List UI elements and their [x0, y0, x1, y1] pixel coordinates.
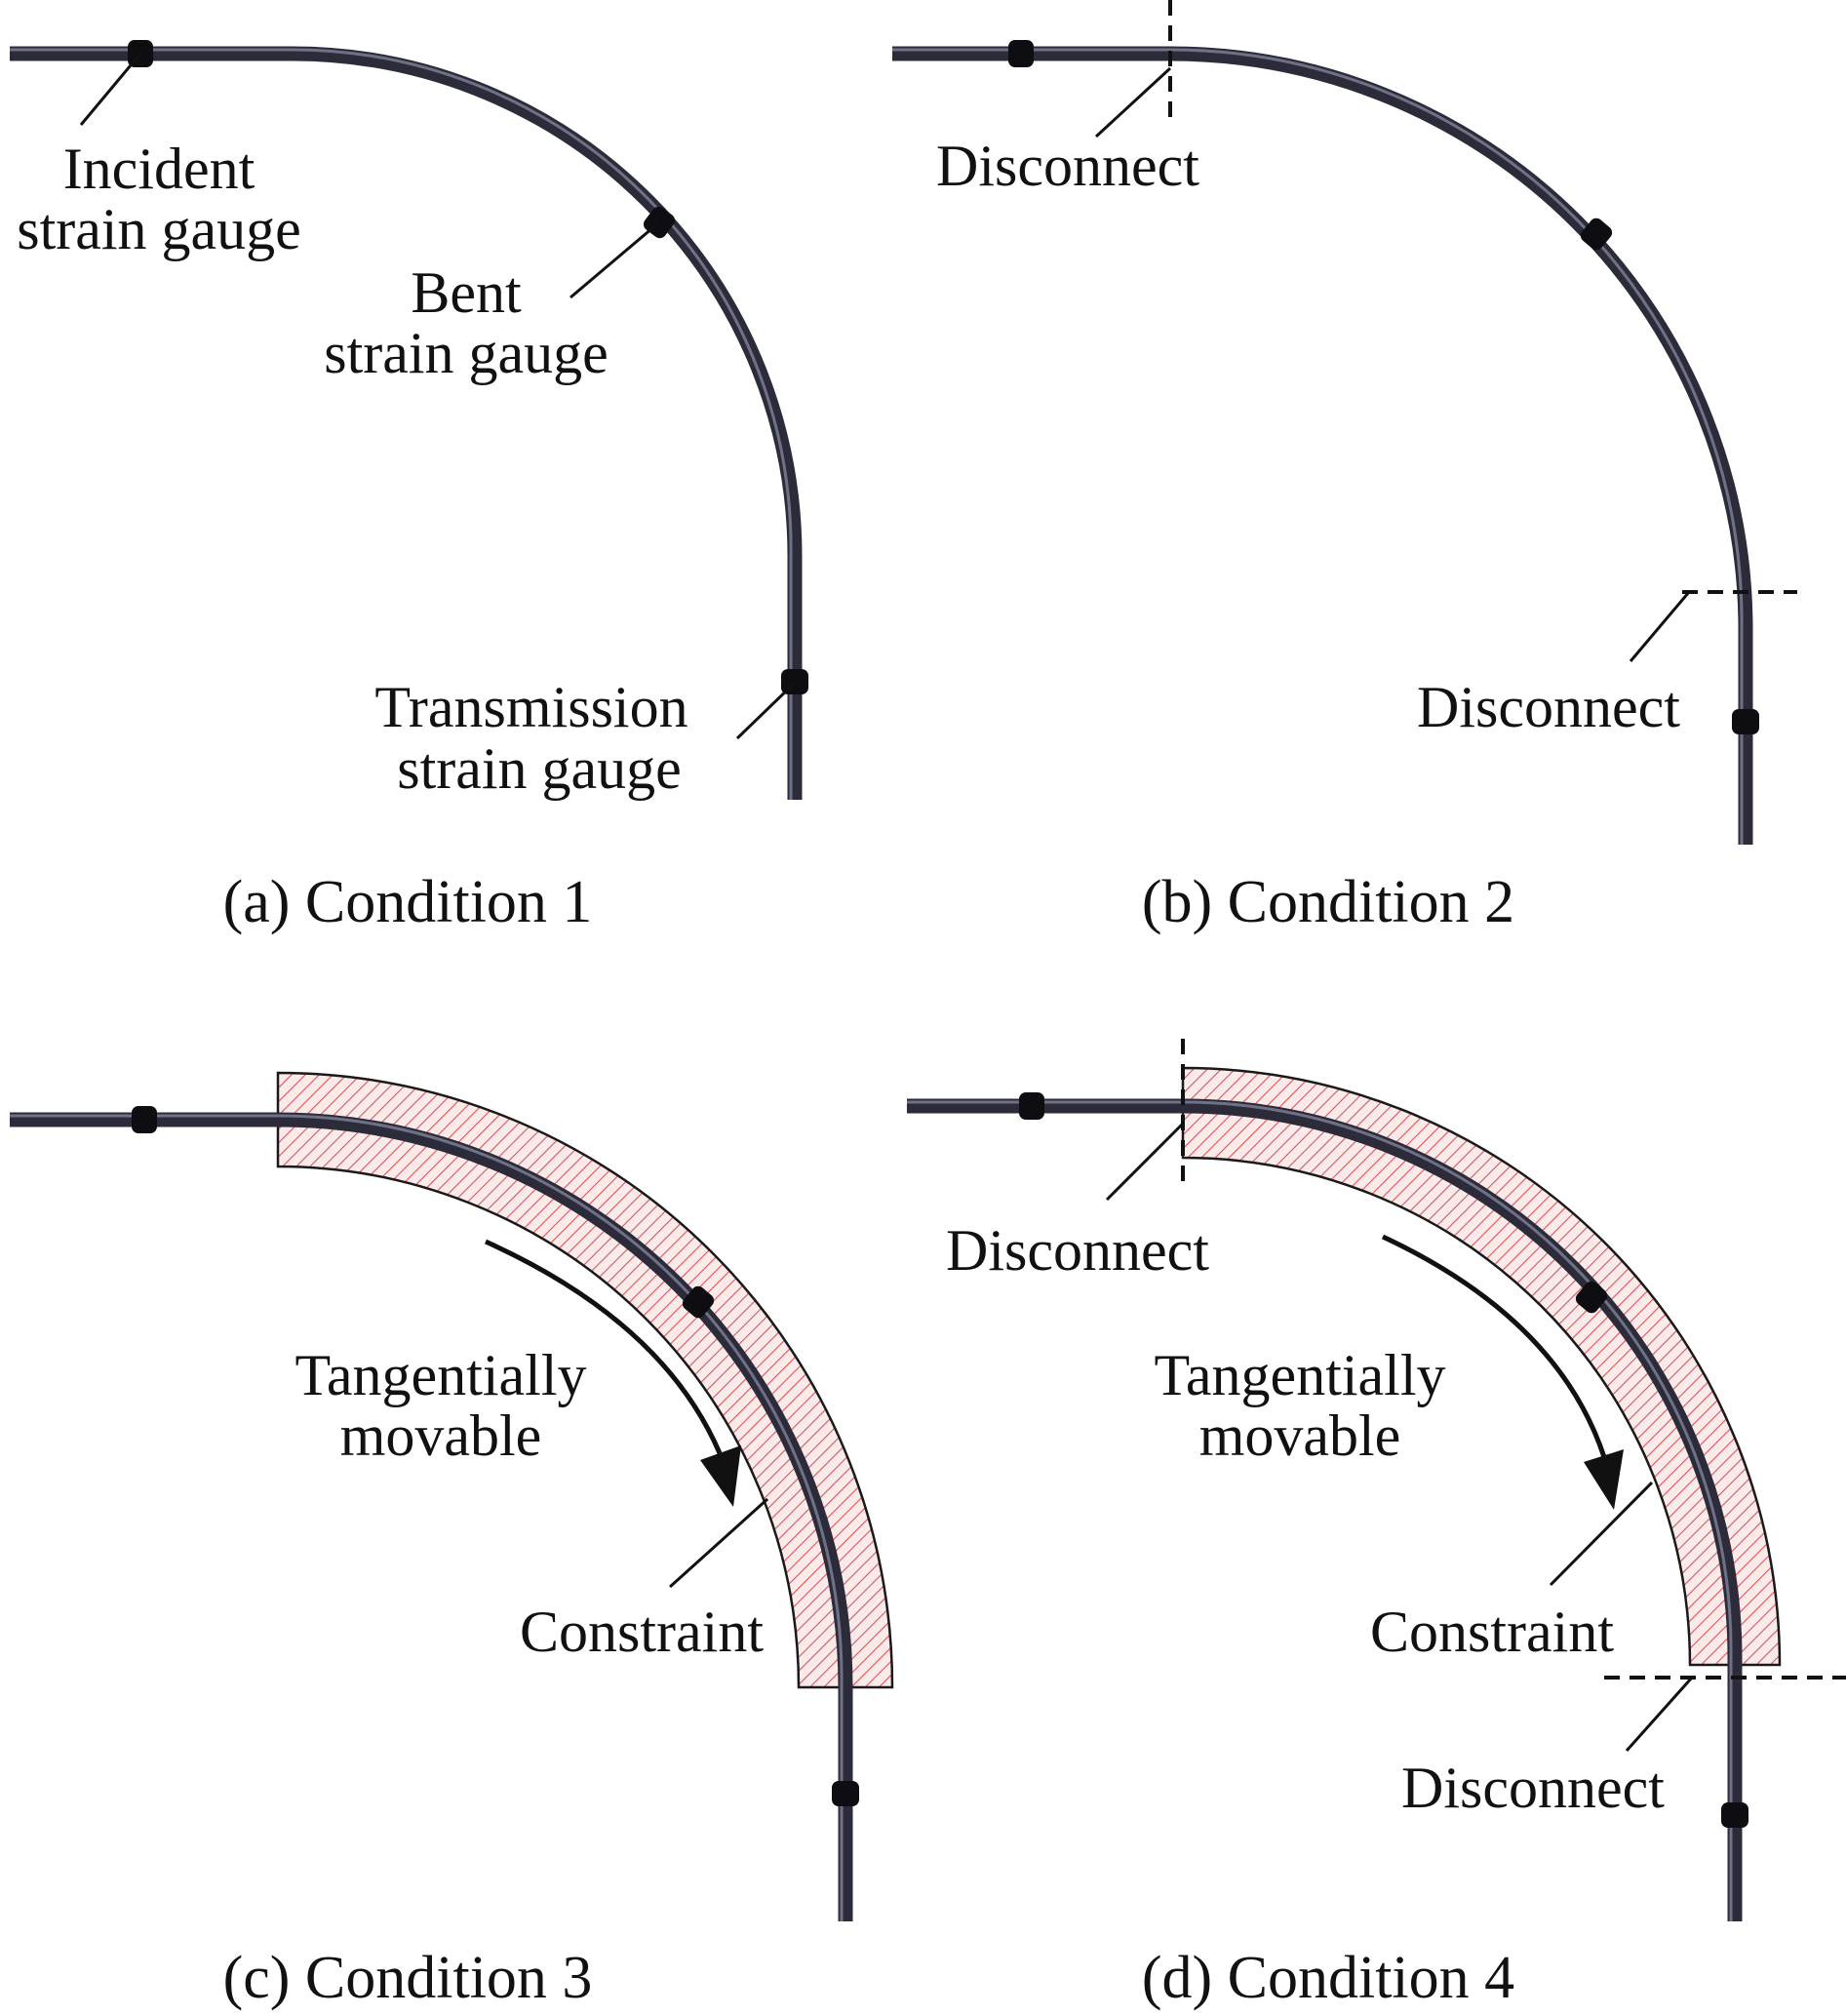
constraint-label: Constraint [1370, 1600, 1614, 1664]
disconnect-bottom-label: Disconnect [1417, 675, 1680, 739]
disconnect-top-leader [1105, 1122, 1185, 1202]
incident-strain-gauge [132, 1106, 157, 1133]
bent-strain-gauge [682, 1285, 715, 1319]
panel-c-condition-3: Tangentially movable Constraint (c) Cond… [10, 1071, 894, 2011]
disconnect-top-label: Disconnect [946, 1218, 1209, 1283]
bent-bar [10, 1112, 853, 1921]
transmission-label-line2: strain gauge [397, 736, 682, 801]
transmission-strain-gauge [1732, 709, 1759, 734]
transmission-label-line1: Transmission [374, 675, 687, 739]
bent-label-line1: Bent [411, 260, 522, 325]
disconnect-bottom-leader [1625, 1677, 1694, 1752]
bent-bar-highlight [892, 48, 1744, 845]
incident-label-line2: strain gauge [17, 197, 301, 261]
movement-arrow-shaft [1381, 1234, 1607, 1458]
bent-strain-gauge [1580, 217, 1613, 251]
panel-d-caption: (d) Condition 4 [1142, 1945, 1514, 2011]
bent-bar [892, 46, 1753, 845]
panel-b-caption: (b) Condition 2 [1142, 869, 1514, 935]
constraint-label: Constraint [520, 1600, 764, 1664]
incident-strain-gauge [1019, 1092, 1044, 1120]
bent-bar [907, 1098, 1743, 1921]
incident-strain-gauge [1008, 40, 1034, 67]
disconnect-top-leader [1094, 66, 1172, 138]
transmission-strain-gauge [1721, 1802, 1748, 1828]
movable-label-line2: movable [340, 1403, 542, 1468]
constraint-leader [668, 1497, 769, 1589]
panel-b-condition-2: Disconnect Disconnect (b) Condition 2 [892, 0, 1797, 935]
constraint-sleeve [276, 1071, 894, 1689]
bent-strain-gauge [1575, 1281, 1608, 1314]
panel-c-caption: (c) Condition 3 [223, 1945, 593, 2011]
bent-bar-highlight [10, 48, 793, 800]
bent-bar-highlight [907, 1100, 1733, 1921]
panel-a-condition-1: Incident strain gauge Bent strain gauge … [10, 40, 808, 935]
panel-a-caption: (a) Condition 1 [223, 869, 593, 935]
panel-d-condition-4: Disconnect Tangentially movable Constrai… [907, 1039, 1846, 2011]
bent-label-line2: strain gauge [324, 321, 609, 385]
movement-arrow-head [1584, 1449, 1624, 1510]
bent-bar-highlight [10, 1114, 844, 1921]
transmission-gauge-leader [735, 681, 797, 740]
movable-label-line2: movable [1199, 1403, 1401, 1468]
bent-gauge-leader [570, 220, 660, 299]
disconnect-bottom-leader [1629, 591, 1691, 662]
movable-label-line1: Tangentially [1154, 1343, 1445, 1407]
movement-arrow-head [700, 1445, 741, 1507]
bent-bar [10, 46, 803, 800]
incident-gauge-leader [79, 53, 142, 126]
movable-label-line1: Tangentially [295, 1343, 586, 1407]
disconnect-bottom-label: Disconnect [1401, 1756, 1665, 1820]
transmission-strain-gauge [832, 1781, 859, 1806]
constraint-leader [1549, 1481, 1654, 1587]
incident-label-line1: Incident [63, 137, 255, 201]
movement-arrow-shaft [484, 1239, 723, 1454]
disconnect-top-label: Disconnect [936, 134, 1199, 198]
